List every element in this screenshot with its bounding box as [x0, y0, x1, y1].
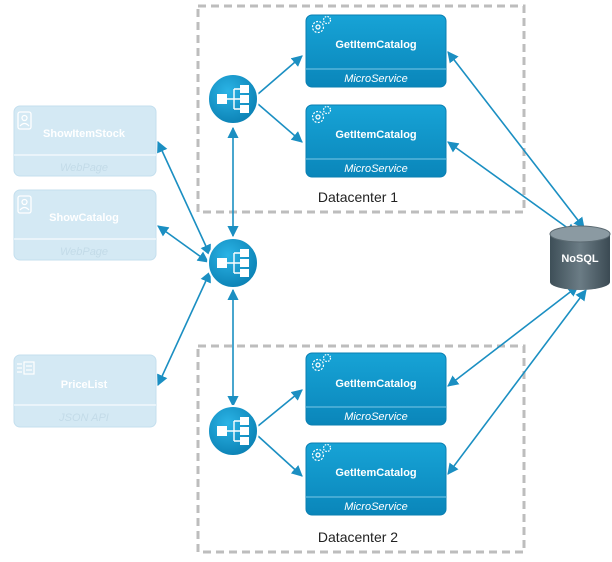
microservice-2-title: GetItemCatalog	[335, 129, 416, 141]
client-3-title: PriceList	[61, 379, 108, 391]
client-3-box	[13, 354, 157, 428]
microservice-1[interactable]: GetItemCatalog MicroService	[305, 14, 447, 88]
database-cylinder-body	[550, 234, 610, 290]
client-2-title: ShowCatalog	[49, 212, 119, 224]
client-show-item-stock[interactable]: ShowItemStock WebPage	[13, 105, 157, 177]
client-1-box	[13, 105, 157, 177]
network-icon	[217, 85, 249, 113]
router-node-2[interactable]	[207, 237, 259, 289]
microservice-1-title: GetItemCatalog	[335, 39, 416, 51]
nosql-database[interactable]: NoSQL	[549, 225, 611, 290]
connector-hub1-svc2	[257, 103, 303, 143]
client-show-catalog[interactable]: ShowCatalog WebPage	[13, 189, 157, 261]
microservice-1-subtitle: MicroService	[344, 73, 408, 85]
gears-icon	[311, 105, 332, 124]
database-cylinder-top	[549, 225, 611, 243]
datacenter-1-label: Datacenter 1	[318, 189, 398, 205]
router-node-1[interactable]	[207, 73, 259, 125]
router-node-3[interactable]	[207, 405, 259, 457]
connectors	[157, 51, 587, 477]
connector-svc2-db	[447, 141, 577, 235]
gears-icon	[311, 353, 332, 372]
microservice-2-subtitle: MicroService	[344, 163, 408, 175]
client-1-title: ShowItemStock	[43, 128, 126, 140]
webpage-icon	[17, 111, 32, 130]
datacenter-2-label: Datacenter 2	[318, 529, 398, 545]
client-1-subtitle: WebPage	[60, 162, 108, 174]
connector-svc4-db	[447, 289, 587, 475]
database-label: NoSQL	[561, 253, 599, 265]
connector-hub3-svc4	[257, 435, 303, 477]
api-icon	[17, 361, 35, 375]
client-price-list[interactable]: PriceList JSON API	[13, 354, 157, 428]
microservice-4-title: GetItemCatalog	[335, 467, 416, 479]
microservice-2[interactable]: GetItemCatalog MicroService	[305, 104, 447, 178]
microservice-4-subtitle: MicroService	[344, 501, 408, 513]
connector-hub3-svc3	[257, 389, 303, 427]
microservice-3-title: GetItemCatalog	[335, 378, 416, 390]
webpage-icon	[17, 195, 32, 214]
gears-icon	[311, 15, 332, 34]
microservice-3-subtitle: MicroService	[344, 411, 408, 423]
microservice-3[interactable]: GetItemCatalog MicroService	[305, 352, 447, 426]
connector-hub2-client2	[157, 225, 209, 263]
client-3-subtitle: JSON API	[58, 412, 109, 424]
network-icon	[217, 249, 249, 277]
connector-hub1-svc1	[257, 55, 303, 95]
client-2-box	[13, 189, 157, 261]
microservice-4[interactable]: GetItemCatalog MicroService	[305, 442, 447, 516]
client-2-subtitle: WebPage	[60, 246, 108, 258]
gears-icon	[311, 443, 332, 462]
network-icon	[217, 417, 249, 445]
connector-hub2-client3	[157, 270, 211, 387]
